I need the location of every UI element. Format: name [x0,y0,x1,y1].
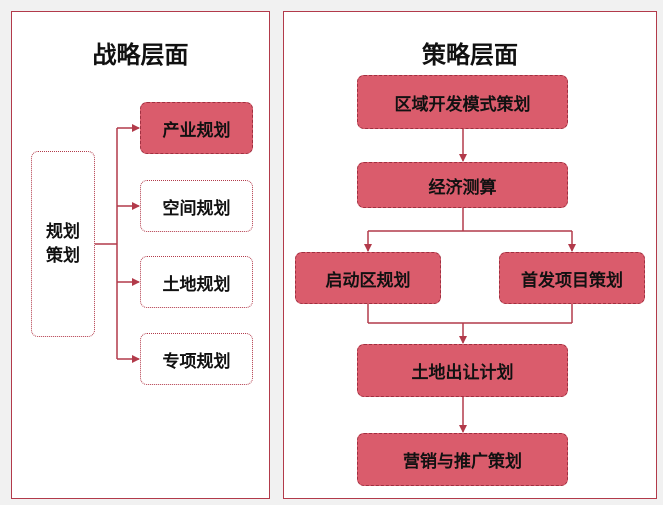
planning-root-box: 规划 策划 [31,151,95,337]
tactics-panel-title: 策略层面 [422,41,518,69]
regional-development-mode-box: 区域开发模式策划 [357,75,568,129]
economic-calculation-box: 经济测算 [357,162,568,208]
first-project-planning-box: 首发项目策划 [499,252,645,304]
marketing-promotion-box: 营销与推广策划 [357,433,568,486]
strategy-panel-title: 战略层面 [92,41,189,69]
spatial-planning-box: 空间规划 [140,180,253,232]
industry-planning-box: 产业规划 [140,102,253,154]
land-planning-box: 土地规划 [140,256,253,308]
land-transfer-plan-box: 土地出让计划 [357,344,568,397]
special-planning-box: 专项规划 [140,333,253,385]
start-area-planning-box: 启动区规划 [295,252,441,304]
